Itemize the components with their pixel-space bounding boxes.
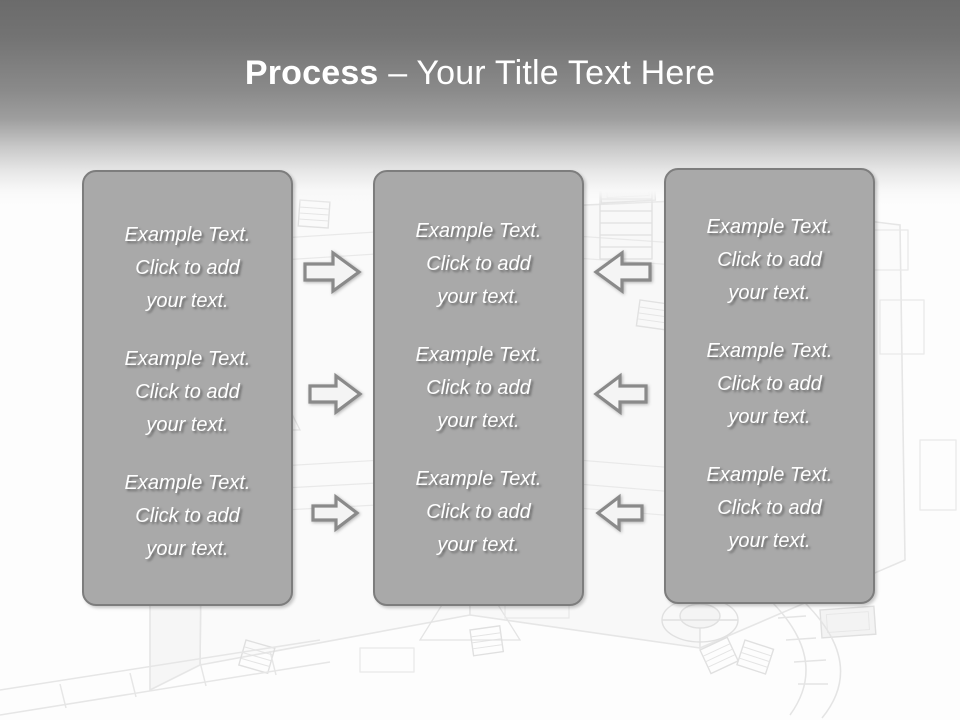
text-block[interactable]: Example Text. Click to add your text. [415, 467, 542, 556]
panel-middle-content: Example Text. Click to add your text. Ex… [375, 172, 582, 604]
process-panel-left[interactable]: Example Text. Click to add your text. Ex… [82, 170, 293, 606]
arrow-right-icon[interactable] [311, 493, 360, 533]
text-block[interactable]: Example Text. Click to add your text. [415, 219, 542, 308]
arrow-left-icon[interactable] [593, 372, 648, 416]
text-block[interactable]: Example Text. Click to add your text. [706, 215, 833, 304]
process-panel-right[interactable]: Example Text. Click to add your text. Ex… [664, 168, 875, 604]
text-block[interactable]: Example Text. Click to add your text. [124, 347, 251, 436]
arrow-right-icon[interactable] [308, 372, 363, 416]
panel-right-content: Example Text. Click to add your text. Ex… [666, 170, 873, 602]
arrow-left-icon[interactable] [595, 493, 644, 533]
arrow-right-icon[interactable] [303, 249, 362, 295]
page-title: Process – Your Title Text Here [0, 52, 960, 94]
text-block[interactable]: Example Text. Click to add your text. [124, 471, 251, 560]
text-block[interactable]: Example Text. Click to add your text. [415, 343, 542, 432]
page-title-bold: Process [244, 54, 379, 92]
page-title-rest: – Your Title Text Here [378, 54, 716, 92]
arrow-left-icon[interactable] [593, 249, 652, 295]
text-block[interactable]: Example Text. Click to add your text. [706, 339, 833, 428]
process-panel-middle[interactable]: Example Text. Click to add your text. Ex… [373, 170, 584, 606]
text-block[interactable]: Example Text. Click to add your text. [124, 223, 251, 312]
panel-left-content: Example Text. Click to add your text. Ex… [84, 172, 291, 604]
text-block[interactable]: Example Text. Click to add your text. [706, 463, 833, 552]
